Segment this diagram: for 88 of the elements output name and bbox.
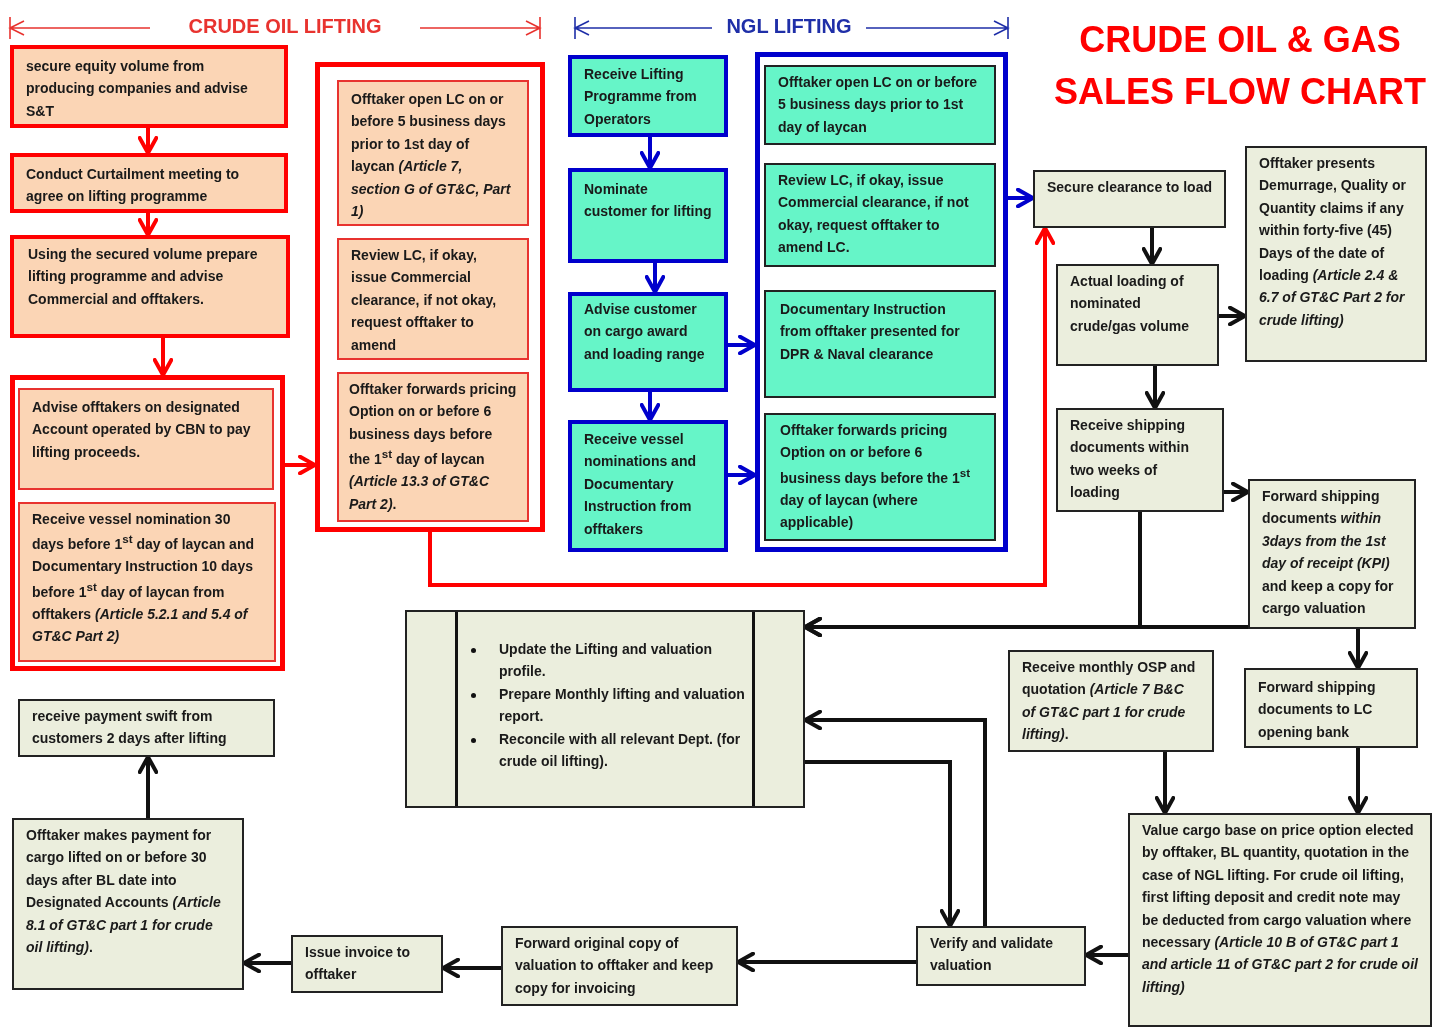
step-text: Receive monthly OSP and quotation (Article 7 B&C of GT&C part 1 for crude lifting).	[1022, 658, 1197, 745]
process-box	[916, 926, 1086, 986]
arrow	[285, 454, 317, 476]
process-box	[1056, 408, 1224, 512]
process-box	[337, 372, 529, 522]
process-box	[1008, 650, 1214, 752]
process-box	[568, 292, 728, 392]
step-text: Offtaker open LC on or before 5 business days prior to 1st day of laycan (Article 7, section G of GT&C, Part 1)	[351, 90, 512, 221]
arrow	[644, 263, 666, 294]
chart-title: CRUDE OIL & GAS SALES FLOW CHART	[1053, 18, 1427, 115]
step-text: Forward original copy of valuation to offtaker and keep copy for invoicing	[515, 934, 715, 998]
section-heading: NGL LIFTING	[725, 15, 853, 38]
bullet-text: Update the Lifting and valuation profile.	[499, 641, 713, 680]
process-box	[568, 168, 728, 263]
process-box	[1056, 264, 1219, 366]
process-box	[18, 502, 276, 662]
process-box	[1245, 146, 1427, 362]
arrow	[137, 213, 159, 237]
step-text: Receive vessel nomination 30 days before 1$^{st}$ day of laycan and Documentary Instruction 10 days before 1$^{st}$ day of laycan from offtakers (Article 5.2.1 and 5.4 of GT&C Part 2)	[32, 510, 255, 647]
process-box	[1248, 479, 1416, 629]
arrow	[1224, 481, 1250, 503]
step-text: Conduct Curtailment meeting to agree on lifting programme	[26, 165, 241, 207]
container-box	[10, 375, 285, 671]
process-box	[1033, 170, 1226, 228]
arrow	[1154, 752, 1176, 815]
process-box	[764, 163, 996, 267]
process-box	[764, 290, 996, 398]
step-text: Receive shipping documents within two weeks of loading	[1070, 416, 1190, 503]
step-text: Verify and validate valuation	[930, 934, 1054, 976]
bullet-text: Prepare Monthly lifting and valuation report.	[499, 685, 745, 725]
arrow	[137, 755, 159, 818]
step-text: Review LC, if okay, issue Commercial clearance, if not okay, request offtaker to amend	[351, 246, 498, 355]
step-text: Nominate customer for lifting	[584, 180, 712, 222]
step-text: secure equity volume from producing companies and advise S&T	[26, 57, 249, 121]
arrow	[428, 226, 1056, 587]
step-text: Advise offtakers on designated Account operated by CBN to pay lifting proceeds.	[32, 398, 252, 462]
arrow	[728, 464, 757, 486]
step-text: Secure clearance to load	[1047, 178, 1212, 197]
process-box	[1128, 813, 1432, 1027]
step-text: Issue invoice to offtaker	[305, 943, 412, 985]
process-box	[18, 699, 275, 757]
process-box	[568, 55, 728, 137]
arrow	[639, 137, 661, 170]
process-box	[18, 388, 274, 490]
step-text: Receive vessel nominations and Documentary Instruction from offtakers	[584, 430, 697, 539]
step-text: Offtaker makes payment for cargo lifted on or before 30 days after BL date into Designated Accounts (Article 8.1 of GT&C part 1 for crude oil lifting).	[26, 826, 222, 957]
step-text: Offtaker forwards pricing Option on or before 6 business days before the 1$^{st}$ day of laycan (Article 13.3 of GT&C Part 2).	[349, 380, 517, 514]
step-text: Offtaker open LC on or before 5 business days prior to 1st day of laycan	[778, 73, 979, 137]
step-text: Review LC, if okay, issue Commercial clearance, if not okay, request offtaker to amend LC.	[778, 171, 970, 258]
arrow	[152, 338, 174, 377]
bullet-text: Reconcile with all relevant Dept. (for crude oil lifting).	[499, 730, 741, 769]
process-box	[291, 935, 443, 993]
step-text: Documentary Instruction from offtaker presented for DPR & Naval clearance	[780, 300, 961, 364]
arrow	[639, 392, 661, 422]
section-heading: CRUDE OIL LIFTING	[187, 15, 383, 38]
process-box	[568, 420, 728, 552]
step-text: Advise customer on cargo award and loading range	[584, 300, 706, 364]
arrow	[1144, 366, 1166, 410]
process-box	[764, 413, 996, 541]
process-box	[10, 45, 288, 128]
arrow	[1141, 228, 1163, 266]
step-text: Value cargo base on price option elected by offtaker, BL quantity, quotation in the case of NGL lifting. For crude oil lifting, first lifting deposit and credit note may be deducted from cargo valuation where necessary (Article 10 B of GT&C part 1 and article 11 of GT&C part 2 for crude oil lifting)	[1142, 821, 1418, 997]
process-box	[10, 153, 288, 213]
step-text: Using the secured volume prepare lifting programme and advise Commercial and offtakers.	[28, 245, 259, 309]
step-text: Forward shipping documents within 3days from the 1st day of receipt (KPI) and keep a copy for cargo valuation	[1262, 487, 1395, 618]
step-text: receive payment swift from customers 2 days after lifting	[32, 707, 228, 749]
process-box	[1244, 668, 1418, 748]
step-text: Offtaker forwards pricing Option on or before 6 business days before the 1$^{st}$ day of laycan (where applicable)	[780, 421, 972, 533]
process-box	[337, 238, 529, 360]
arrow	[728, 334, 757, 356]
container-box	[755, 52, 1008, 552]
process-box	[764, 65, 996, 145]
container-box	[315, 62, 545, 532]
arrow	[137, 128, 159, 155]
process-box	[337, 80, 529, 226]
step-text: Forward shipping documents to LC opening bank	[1258, 678, 1377, 742]
step-text: Actual loading of nominated crude/gas volume	[1070, 272, 1191, 336]
arrow	[1347, 748, 1369, 815]
arrow	[805, 760, 961, 928]
process-box	[405, 610, 805, 808]
step-text: Receive Lifting Programme from Operators	[584, 65, 698, 129]
arrow	[1219, 305, 1247, 327]
process-box	[12, 818, 244, 990]
arrow	[1347, 629, 1369, 670]
process-box	[10, 235, 290, 338]
arrow	[1008, 187, 1035, 209]
process-box	[501, 926, 738, 1006]
step-text: Offtaker presents Demurrage, Quality or Quantity claims if any within forty-five (45) Days of the date of loading (Article 2.4 & 6.7 of GT&C Part 2 for crude lifting)	[1259, 154, 1408, 330]
